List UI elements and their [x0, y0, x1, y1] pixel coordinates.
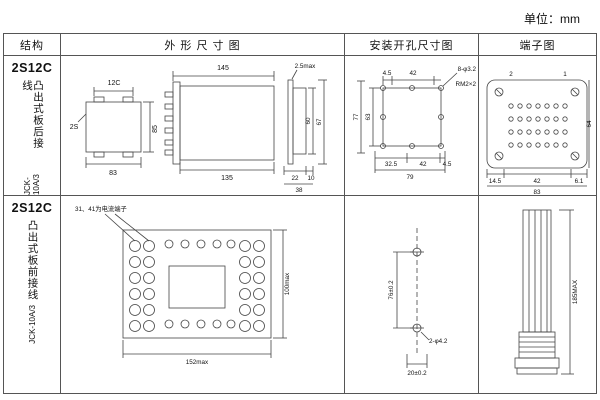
dim-20-label: 20±0.2	[407, 370, 427, 377]
terminal-block	[486, 79, 588, 169]
model-code-label: JCK-10A/3	[27, 304, 37, 344]
dim-6p1-label: 6.1	[575, 178, 584, 185]
dim-77-label: 77	[353, 113, 360, 121]
dim-38-label: 38	[295, 187, 303, 194]
terminal-1-label: 1	[563, 71, 567, 78]
model-label: 2S12C	[11, 61, 53, 75]
outline-drawing-rear: 12C 2S 83 85 145	[70, 63, 327, 194]
drill-holes	[410, 228, 424, 356]
dim-83-term-label: 83	[533, 189, 541, 195]
dim-79-label: 79	[406, 174, 414, 181]
dim-63-label: 63	[365, 113, 372, 121]
dim-42-bot-label: 42	[419, 161, 427, 168]
profile-dimension: 185MAX	[559, 209, 579, 375]
mounting-cell-row1: 4.5 42 8-φ3.2 RM2×2 63 77	[345, 56, 479, 196]
current-terminal-note: 31、41为电流端子	[75, 204, 150, 242]
drill-dimensions: 76±0.2 2-φ4.2 20±0.2	[388, 251, 448, 377]
dim-12c-label: 12C	[108, 80, 121, 87]
dim-135-label: 135	[221, 175, 233, 182]
dim-4p5-top-label: 4.5	[383, 70, 392, 77]
outline-drawing-front: 31、41为电流端子 100max 152max	[75, 204, 291, 366]
screw-spec-label: RM2×2	[456, 81, 477, 88]
dim-83-label: 83	[109, 170, 117, 177]
dim-22-label: 22	[291, 175, 299, 182]
dim-4p5-bot-label: 4.5	[443, 161, 452, 168]
terminal-drawing-front: 185MAX	[514, 209, 579, 375]
mounting-dimensions: 4.5 42 8-φ3.2 RM2×2 63 77	[353, 66, 476, 181]
relay-side-view: 145 135	[164, 65, 275, 182]
terminal-cell-row2: 185MAX	[479, 196, 596, 393]
mount-type-label: 凸出式板后接线	[21, 80, 45, 149]
terminal-board-front	[122, 229, 272, 339]
mount-type-label: 凸出式板前接线	[26, 220, 39, 301]
dim-64-label: 64	[586, 120, 593, 128]
current-terminal-note-label: 31、41为电流端子	[75, 204, 127, 213]
dim-60-label: 60	[305, 117, 312, 125]
dim-100max-label: 100max	[284, 272, 291, 295]
unit-label: 单位：mm	[524, 12, 580, 26]
relay-front-view: 12C 2S 83 85	[70, 80, 159, 177]
dimension-table: 结构 外 形 尺 寸 图 安装开孔尺寸图 端子图 2S12C 凸出式板后接线 J…	[3, 33, 597, 394]
dim-42-top-label: 42	[409, 70, 417, 77]
relay-side-profile	[514, 209, 560, 375]
header-structure: 结构	[4, 34, 61, 56]
dim-152max-label: 152max	[186, 359, 209, 366]
dim-2s-label: 2S	[70, 124, 79, 131]
terminal-cell-row1: 2 1 64 14.5 42 6.1 83	[479, 56, 596, 196]
model-label: 2S12C	[11, 201, 53, 215]
cutout-outline	[380, 85, 444, 149]
board-dimensions: 100max 152max	[122, 229, 291, 366]
header-outline: 外 形 尺 寸 图	[61, 34, 345, 56]
outline-cell-row1: 12C 2S 83 85 145	[61, 56, 345, 196]
terminal-2-label: 2	[509, 71, 513, 78]
mounting-cell-row2: 76±0.2 2-φ4.2 20±0.2	[345, 196, 479, 393]
dim-10-label: 10	[307, 175, 315, 182]
dim-42-term-label: 42	[533, 178, 541, 185]
structure-cell-row2: 2S12C 凸出式板前接线 JCK-10A/3	[4, 196, 61, 393]
mounting-drawing-front: 76±0.2 2-φ4.2 20±0.2	[388, 228, 448, 377]
mounting-drawing-rear: 4.5 42 8-φ3.2 RM2×2 63 77	[353, 66, 476, 181]
dim-185max-label: 185MAX	[572, 279, 579, 304]
header-terminal: 端子图	[479, 34, 596, 56]
dim-85-label: 85	[152, 125, 159, 133]
holes-2-label: 2-φ4.2	[429, 338, 448, 345]
panel-section-view: 2.5max 60 67 22 1	[283, 63, 327, 194]
dim-145-label: 145	[217, 65, 229, 72]
dim-67-label: 67	[316, 118, 323, 126]
outline-cell-row2: 31、41为电流端子 100max 152max	[61, 196, 345, 393]
dim-14p5-label: 14.5	[489, 178, 502, 185]
model-code-label: JCK-10A/3	[23, 174, 41, 195]
terminal-drawing-rear: 2 1 64 14.5 42 6.1 83	[486, 71, 593, 195]
dim-32p5-label: 32.5	[385, 161, 398, 168]
header-mounting: 安装开孔尺寸图	[345, 34, 479, 56]
holes-spec-label: 8-φ3.2	[458, 66, 477, 73]
terminal-dimensions: 2 1 64 14.5 42 6.1 83	[486, 71, 593, 195]
dim-gap-label: 2.5max	[295, 63, 317, 70]
structure-cell-row1: 2S12C 凸出式板后接线 JCK-10A/3	[4, 56, 61, 196]
dim-76-label: 76±0.2	[388, 280, 395, 300]
